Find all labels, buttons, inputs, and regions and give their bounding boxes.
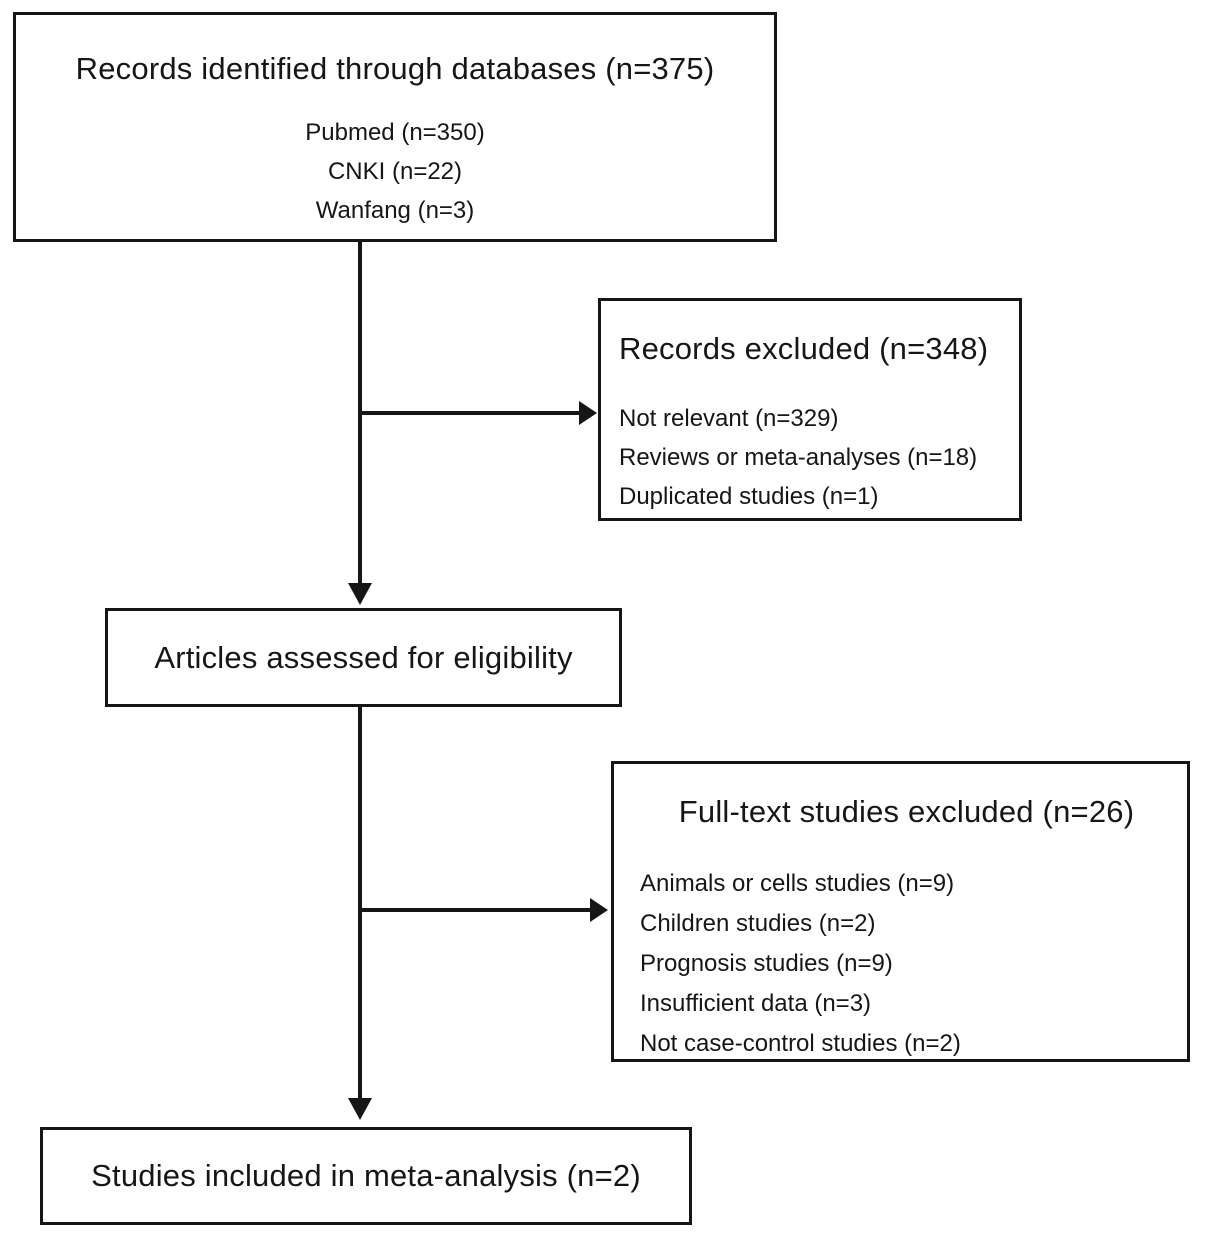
box-studies-included: Studies included in meta-analysis (n=2) [40, 1127, 692, 1225]
articles-assessed-title: Articles assessed for eligibility [154, 639, 573, 675]
arrow-identified-to-eligibility [348, 242, 372, 605]
fulltext-exclusion-reason-item: Insufficient data (n=3) [640, 990, 872, 1017]
arrowhead-right-icon [590, 898, 608, 922]
box-fulltext-excluded: Full-text studies excluded (n=26) Animal… [611, 761, 1190, 1062]
arrowhead-down-icon [348, 1098, 372, 1120]
arrow-eligibility-to-fulltext-excluded [358, 898, 608, 922]
box-records-excluded: Records excluded (n=348) Not relevant (n… [598, 298, 1022, 521]
studies-included-title: Studies included in meta-analysis (n=2) [91, 1158, 641, 1193]
fulltext-exclusion-reason-item: Prognosis studies (n=9) [640, 950, 893, 977]
fulltext-exclusion-reason-item: Children studies (n=2) [640, 910, 876, 937]
exclusion-reason-item: Reviews or meta-analyses (n=18) [619, 444, 978, 471]
fulltext-exclusion-reason-item: Animals or cells studies (n=9) [640, 870, 955, 897]
fulltext-excluded-items: Animals or cells studies (n=9) Children … [640, 864, 1173, 1064]
records-excluded-items: Not relevant (n=329) Reviews or meta-ana… [619, 399, 1005, 516]
records-identified-title: Records identified through databases (n=… [75, 51, 715, 86]
fulltext-excluded-title: Full-text studies excluded (n=26) [678, 794, 1135, 829]
exclusion-reason-item: Duplicated studies (n=1) [619, 483, 879, 510]
fulltext-exclusion-reason-item: Not case-control studies (n=2) [640, 1030, 961, 1057]
records-identified-items: Pubmed (n=350) CNKI (n=22) Wanfang (n=3) [16, 113, 774, 230]
arrowhead-right-icon [579, 401, 597, 425]
arrow-eligibility-to-included [348, 707, 372, 1120]
arrow-identified-to-records-excluded [358, 401, 597, 425]
box-articles-assessed: Articles assessed for eligibility [105, 608, 622, 707]
exclusion-reason-item: Not relevant (n=329) [619, 405, 839, 432]
database-count-item: Wanfang (n=3) [315, 197, 475, 224]
database-count-item: CNKI (n=22) [327, 158, 463, 185]
database-count-item: Pubmed (n=350) [305, 119, 485, 146]
box-records-identified: Records identified through databases (n=… [13, 12, 777, 242]
records-excluded-title: Records excluded (n=348) [619, 331, 989, 366]
arrowhead-down-icon [348, 583, 372, 605]
